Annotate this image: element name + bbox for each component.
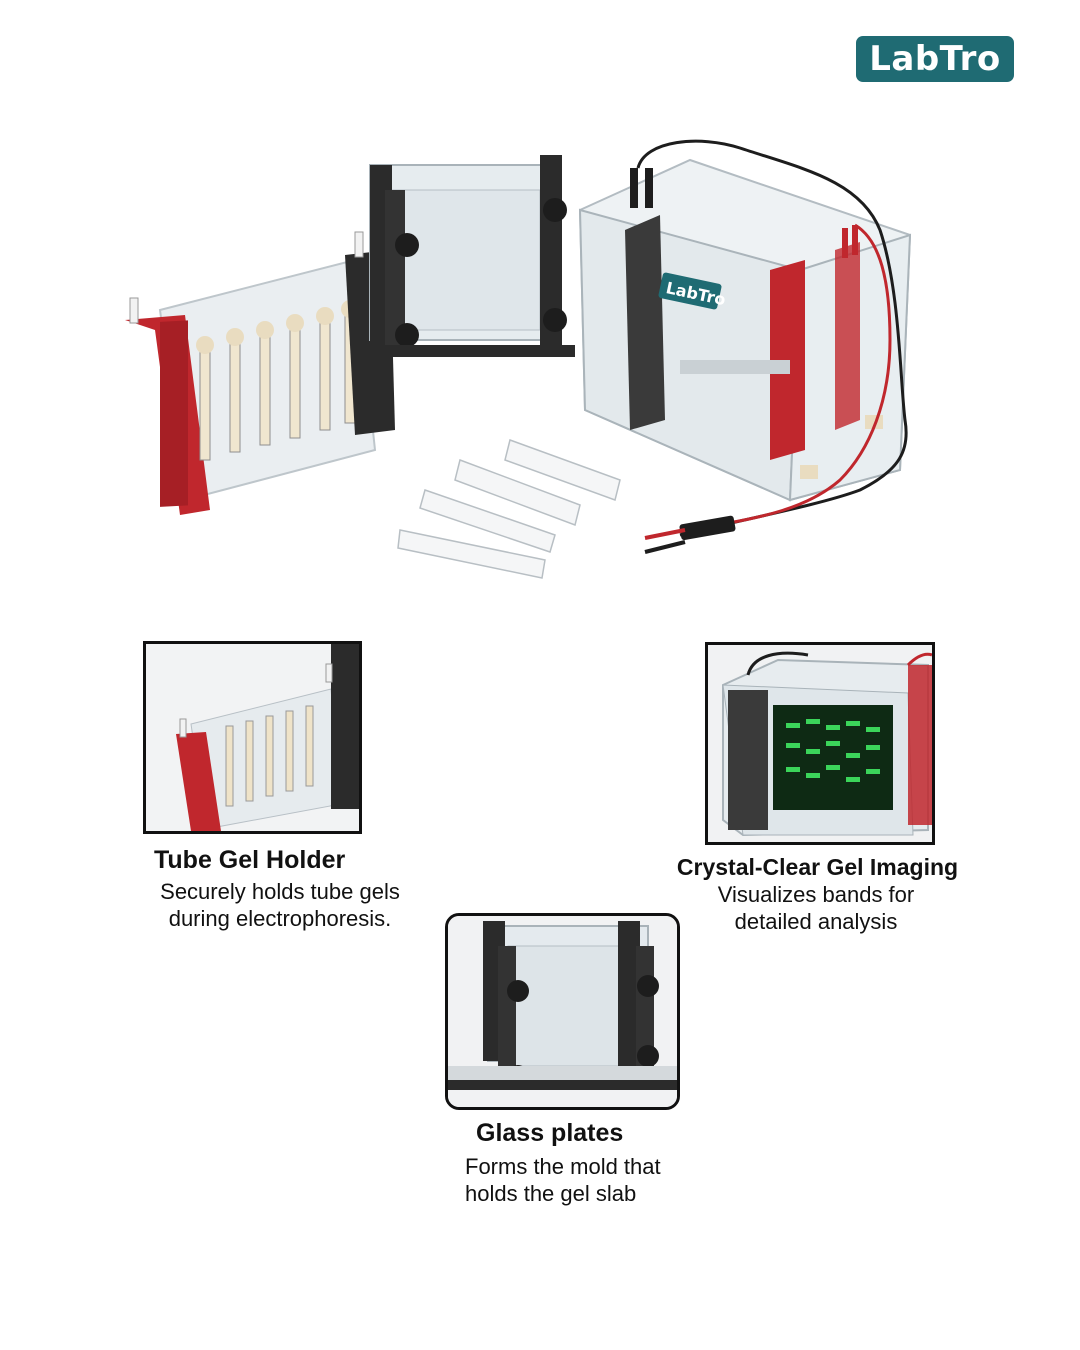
brand-logo: LabTro	[856, 36, 1014, 82]
feature-desc-glass-plates: Forms the mold that holds the gel slab	[465, 1154, 661, 1206]
hero-product-image: LabTro	[100, 120, 960, 590]
electrophoresis-tank-illustration: LabTro	[578, 139, 912, 554]
feature-desc-tube-gel-holder: Securely holds tube gels during electrop…	[160, 879, 400, 931]
glass-plates-image	[445, 913, 680, 1110]
tube-gel-holder-illustration	[125, 231, 395, 515]
glass-plates-illustration	[365, 155, 575, 357]
feature-title-tube-gel-holder: Tube Gel Holder	[154, 846, 346, 874]
feature-desc-gel-imaging: Visualizes bands for detailed analysis	[717, 882, 915, 934]
feature-title-glass-plates: Glass plates	[476, 1119, 624, 1147]
feature-title-gel-imaging: Crystal-Clear Gel Imaging	[676, 854, 959, 880]
gel-imaging-image	[705, 642, 935, 845]
brand-logo-text: LabTro	[869, 39, 1001, 79]
tube-gel-holder-image	[143, 641, 362, 834]
gel-combs-illustration	[397, 439, 621, 579]
